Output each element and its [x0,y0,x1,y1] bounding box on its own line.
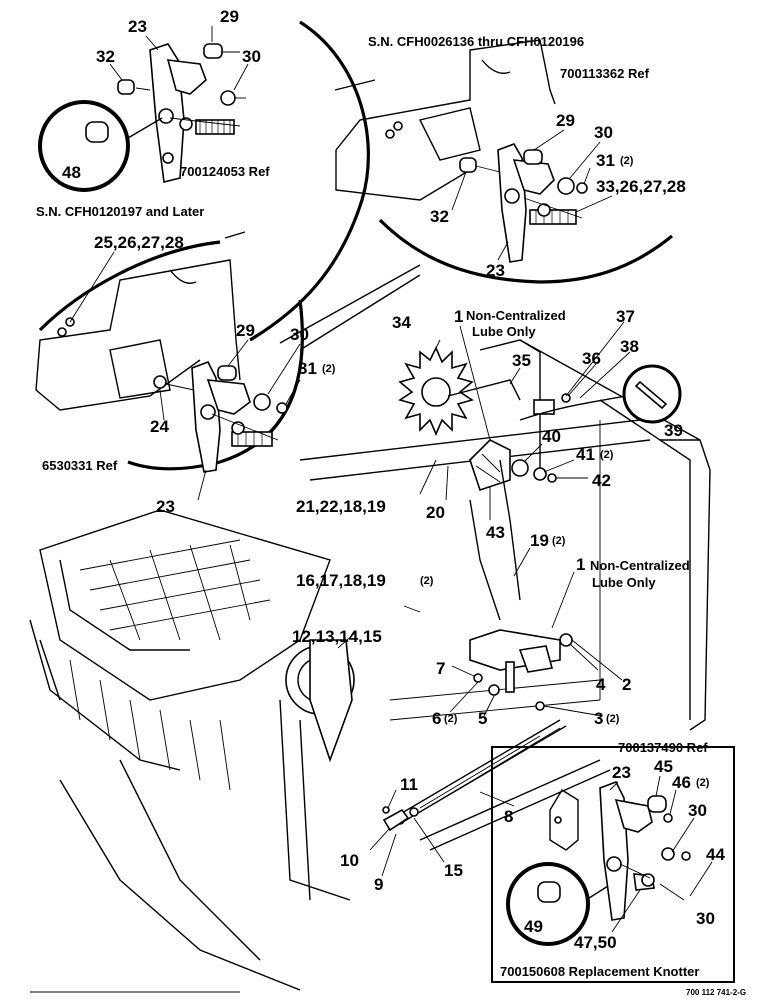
detail-inset-outline [38,20,674,471]
callout-30-knotter-1: 30 [688,801,707,820]
callout-41: 41 [576,445,595,464]
callout-9: 9 [374,875,383,894]
callout-31-left: 31 [298,359,317,378]
note-sn-range-top: S.N. CFH0026136 thru CFH0120196 [368,34,584,49]
callout-44: 44 [706,845,725,864]
callout-3-qty: (2) [606,713,620,725]
callout-30-knotter-2: 30 [696,909,715,928]
callout-41-qty: (2) [600,449,614,461]
callout-35: 35 [512,351,531,370]
callout-42: 42 [592,471,611,490]
callout-34: 34 [392,313,411,332]
callout-10: 10 [340,851,359,870]
note-ref-700137490: 700137490 Ref [618,740,708,755]
callout-29-right: 29 [556,111,575,130]
callout-33-26-27-28: 33,26,27,28 [596,177,686,196]
inset-circle-48 [38,100,163,192]
callout-11: 11 [400,775,418,794]
callout-16-17-18-19: 16,17,18,19 [296,571,386,590]
callout-1-a: 1 [454,307,463,326]
figure-id: 700 112 741-2-G [686,988,746,997]
callout-20: 20 [426,503,445,522]
callout-38: 38 [620,337,639,356]
callout-7: 7 [436,659,445,678]
callout-16-group-qty: (2) [420,575,434,587]
replacement-knotter-box [491,746,735,983]
callout-23-top: 23 [128,17,147,36]
callout-47-50: 47,50 [574,933,617,952]
callout-31-right-qty: (2) [620,155,634,167]
callout-leaders [69,26,713,933]
note-ref-6530331: 6530331 Ref [42,458,118,473]
top-left-arm-assembly [117,43,246,183]
callout-30-top: 30 [242,47,261,66]
callout-43: 43 [486,523,505,542]
callout-32-right: 32 [430,207,449,226]
note-labels: S.N. CFH0026136 thru CFH0120196 70011336… [36,34,746,997]
baler-main-body [29,339,711,991]
callout-6: 6 [432,709,441,728]
callout-25-26-27-28: 25,26,27,28 [94,233,184,252]
callout-46: 46 [672,773,691,792]
callout-23-right: 23 [486,261,505,280]
callout-30-right: 30 [594,123,613,142]
callout-24: 24 [150,417,169,436]
top-right-frame-assembly [335,39,588,263]
callout-31-right: 31 [596,151,615,170]
callout-31-left-qty: (2) [322,363,336,375]
callout-4: 4 [596,675,606,694]
callout-32-top: 32 [96,47,115,66]
left-mid-frame-assembly [35,259,288,473]
callout-49: 49 [524,917,543,936]
callout-8: 8 [504,807,513,826]
note-replacement-knotter: 700150608 Replacement Knotter [500,964,699,979]
callout-15: 15 [444,861,463,880]
callout-21-22-18-19: 21,22,18,19 [296,497,386,516]
callout-3: 3 [594,709,603,728]
callout-19: 19 [530,531,549,550]
callout-12-13-14-15: 12,13,14,15 [292,627,382,646]
callout-1-b: 1 [576,555,585,574]
callout-46-qty: (2) [696,777,710,789]
callout-37: 37 [616,307,635,326]
callout-48: 48 [62,163,81,182]
callout-6-qty: (2) [444,713,458,725]
callout-23-left: 23 [156,497,175,516]
note-non-centralized-2a: Non-Centralized [590,558,690,573]
callout-29-left: 29 [236,321,255,340]
callout-45: 45 [654,757,673,776]
note-non-centralized-1b: Lube Only [472,324,536,339]
callout-39: 39 [664,421,683,440]
note-non-centralized-2b: Lube Only [592,575,656,590]
callout-5: 5 [478,709,487,728]
callout-2: 2 [622,675,631,694]
callout-labels: 23 29 32 30 48 29 30 31 (2) 33,26,27,28 … [62,7,725,952]
callout-40: 40 [542,427,561,446]
note-ref-700124053: 700124053 Ref [180,164,270,179]
callout-23-knotter: 23 [612,763,631,782]
callout-29-top: 29 [220,7,239,26]
note-ref-700113362: 700113362 Ref [560,66,650,81]
note-non-centralized-1a: Non-Centralized [466,308,566,323]
callout-36: 36 [582,349,601,368]
callout-30-left: 30 [290,325,309,344]
note-sn-later: S.N. CFH0120197 and Later [36,204,204,219]
callout-19-qty: (2) [552,535,566,547]
